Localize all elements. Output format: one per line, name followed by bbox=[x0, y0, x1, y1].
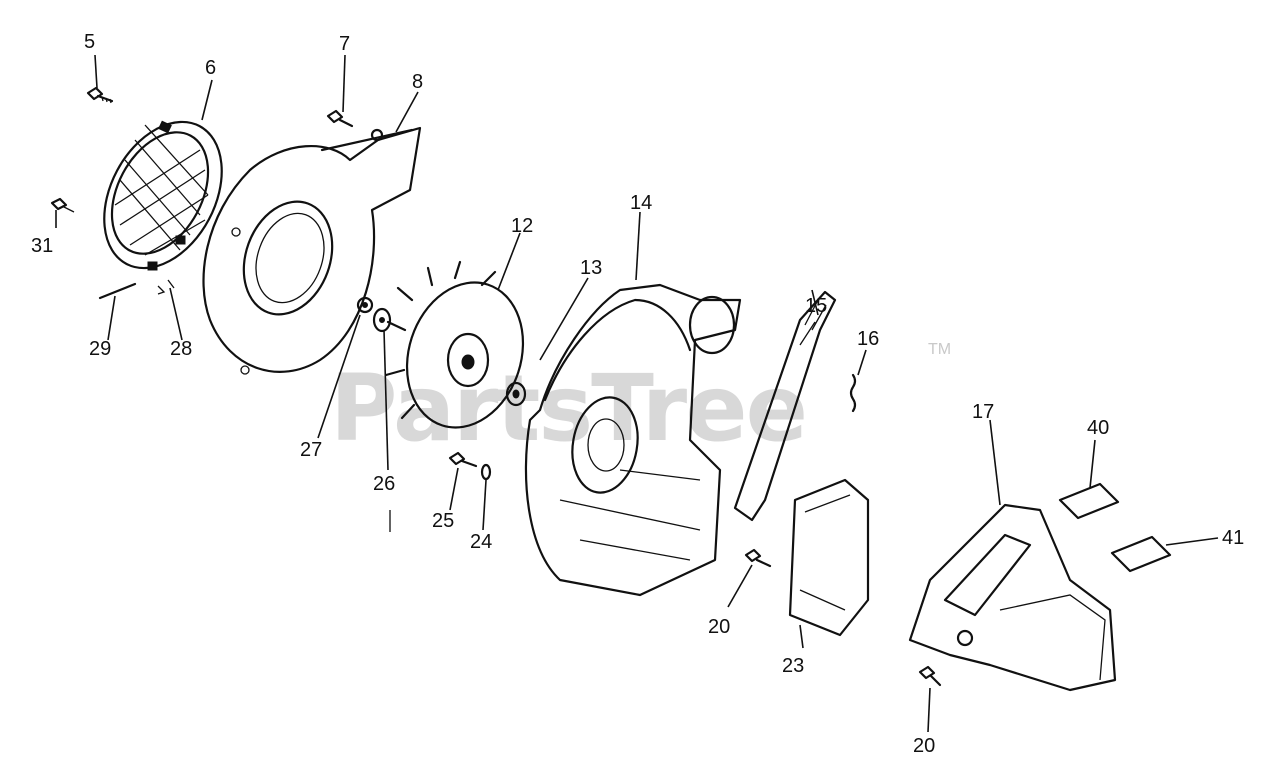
callout-13: 13 bbox=[580, 257, 602, 279]
callout-40: 40 bbox=[1087, 417, 1109, 439]
part-41-decal[interactable] bbox=[1110, 535, 1172, 573]
callout-7: 7 bbox=[339, 33, 350, 55]
part-27-washer[interactable] bbox=[356, 296, 374, 314]
callout-24: 24 bbox=[470, 531, 492, 553]
callout-14: 14 bbox=[630, 192, 652, 214]
part-16-spring[interactable] bbox=[849, 373, 857, 413]
part-31-nut[interactable] bbox=[50, 197, 75, 213]
callout-15: 15 bbox=[805, 295, 827, 317]
part-23-cover[interactable] bbox=[788, 478, 870, 637]
part-25-bolt[interactable] bbox=[448, 451, 478, 468]
part-24-washer[interactable] bbox=[480, 463, 492, 481]
callout-16: 16 bbox=[857, 328, 879, 350]
part-29-pin[interactable] bbox=[98, 282, 137, 300]
callout-12: 12 bbox=[511, 215, 533, 237]
leader-lines bbox=[55, 54, 1219, 733]
callout-17: 17 bbox=[972, 401, 994, 423]
callout-41: 41 bbox=[1222, 527, 1244, 549]
callout-26: 26 bbox=[373, 473, 395, 495]
part-20-bolt-a[interactable] bbox=[744, 548, 772, 568]
watermark-trademark: TM bbox=[928, 341, 951, 358]
part-7-bolt[interactable] bbox=[326, 109, 354, 128]
callout-8: 8 bbox=[412, 71, 423, 93]
part-20-bolt-b[interactable] bbox=[918, 665, 942, 687]
part-28-clip[interactable] bbox=[157, 279, 175, 295]
part-5-bolt[interactable] bbox=[86, 86, 114, 104]
callout-31: 31 bbox=[31, 235, 53, 257]
part-8-fan-housing[interactable] bbox=[202, 126, 422, 375]
part-13-washer[interactable] bbox=[505, 381, 527, 407]
part-17-handle-assembly[interactable] bbox=[908, 503, 1117, 692]
part-12-impeller[interactable] bbox=[384, 260, 541, 443]
callout-23: 23 bbox=[782, 655, 804, 677]
watermark: PartsTree TM bbox=[330, 341, 951, 462]
callout-20-a: 20 bbox=[708, 616, 730, 638]
part-40-decal[interactable] bbox=[1058, 482, 1120, 520]
callout-29: 29 bbox=[89, 338, 111, 360]
callout-6: 6 bbox=[205, 57, 216, 79]
callout-20-b: 20 bbox=[913, 735, 935, 757]
callout-27: 27 bbox=[300, 439, 322, 461]
callout-25: 25 bbox=[432, 510, 454, 532]
part-6-intake-grille[interactable] bbox=[80, 102, 245, 289]
part-26-washer[interactable] bbox=[372, 307, 392, 532]
part-14-crankcase[interactable] bbox=[524, 283, 742, 597]
callout-28: 28 bbox=[170, 338, 192, 360]
callout-labels: 5 6 7 8 31 29 28 12 14 13 27 26 25 24 15… bbox=[31, 31, 1244, 757]
callout-5: 5 bbox=[84, 31, 95, 53]
